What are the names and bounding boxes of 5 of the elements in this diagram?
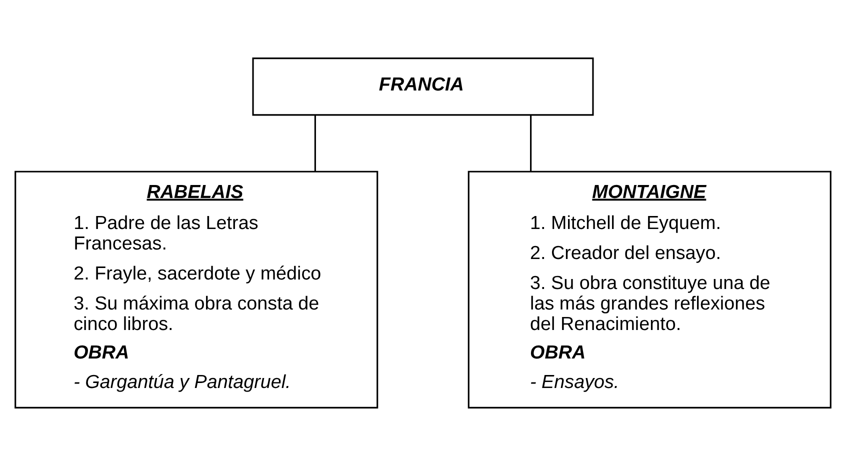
connector (314, 115, 316, 172)
node-box: MONTAIGNE 1. Mitchell de Eyquem. 2. Creador del ensayo. 3. Su obra constituye una de las más grandes reflexiones del Renacimiento. OBRA - Ensayos. (468, 170, 832, 408)
node-box: RABELAIS 1. Padre de las Letras Francesas. 2. Frayle, sacerdote y médico 3. Su máxima obra consta de cinco libros. OBRA - Gargantúa y Pantagruel. (14, 170, 378, 408)
node-box: FRANCIA (252, 58, 594, 116)
connector (530, 115, 532, 172)
